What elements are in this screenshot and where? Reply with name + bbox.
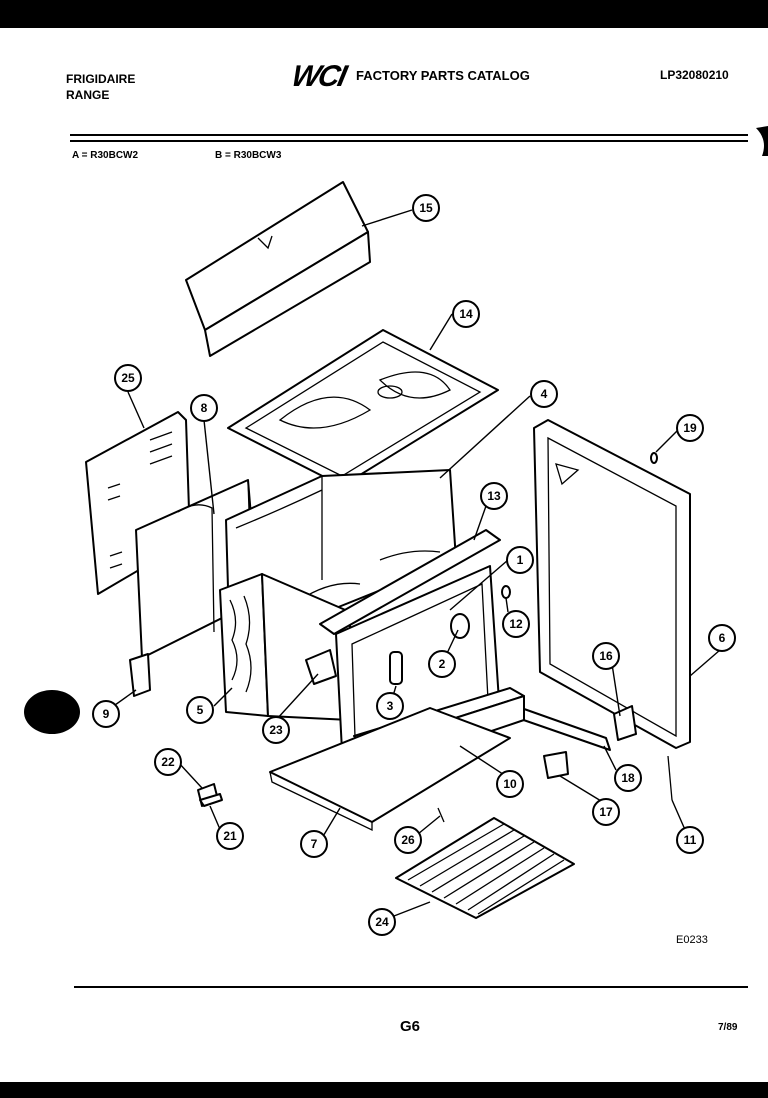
model-b-label: B = R30BCW3 bbox=[215, 150, 282, 161]
callout-10: 10 bbox=[496, 770, 524, 798]
callout-24: 24 bbox=[368, 908, 396, 936]
callout-13: 13 bbox=[480, 482, 508, 510]
svg-text:5: 5 bbox=[197, 703, 204, 717]
top-scan-band bbox=[0, 0, 768, 28]
svg-text:1: 1 bbox=[517, 553, 524, 567]
scan-edge-mark bbox=[756, 126, 768, 156]
svg-text:25: 25 bbox=[121, 371, 135, 385]
callout-5: 5 bbox=[186, 696, 214, 724]
part-top-panel bbox=[227, 329, 499, 487]
scan-hole-mark bbox=[24, 690, 80, 734]
leader-lines bbox=[107, 209, 721, 917]
catalog-title: FACTORY PARTS CATALOG bbox=[356, 68, 530, 83]
svg-text:3: 3 bbox=[387, 699, 394, 713]
callout-18: 18 bbox=[614, 764, 642, 792]
brand-name: FRIGIDAIRE bbox=[66, 72, 136, 86]
svg-text:21: 21 bbox=[223, 829, 237, 843]
callout-14: 14 bbox=[452, 300, 480, 328]
svg-text:6: 6 bbox=[719, 631, 726, 645]
part-hinge-9 bbox=[129, 653, 151, 697]
svg-text:13: 13 bbox=[487, 489, 501, 503]
callout-1: 1 bbox=[506, 546, 534, 574]
svg-text:11: 11 bbox=[684, 833, 697, 847]
part-front-frame-strip bbox=[319, 529, 501, 635]
svg-text:26: 26 bbox=[401, 833, 415, 847]
part-vent-grille bbox=[395, 817, 575, 919]
part-side-panel-right bbox=[533, 419, 691, 749]
catalog-date: 7/89 bbox=[718, 1022, 738, 1033]
document-number: LP32080210 bbox=[660, 68, 729, 82]
callout-21: 21 bbox=[216, 822, 244, 850]
svg-text:19: 19 bbox=[683, 421, 697, 435]
callout-16: 16 bbox=[592, 642, 620, 670]
svg-text:7: 7 bbox=[311, 837, 318, 851]
product-type: RANGE bbox=[66, 88, 110, 102]
part-screw-26 bbox=[437, 807, 445, 823]
header-rule-top bbox=[70, 134, 748, 136]
callout-17: 17 bbox=[592, 798, 620, 826]
part-screw-11 bbox=[667, 755, 673, 801]
part-switch-17 bbox=[543, 751, 569, 779]
header-rule-bottom bbox=[70, 140, 748, 142]
part-oven-wrapper bbox=[219, 573, 351, 721]
callout-23: 23 bbox=[262, 716, 290, 744]
svg-text:14: 14 bbox=[459, 307, 473, 321]
svg-text:2: 2 bbox=[439, 657, 446, 671]
diagram-code: E0233 bbox=[676, 934, 708, 946]
part-top-trim bbox=[185, 181, 371, 357]
callout-8: 8 bbox=[190, 394, 218, 422]
svg-text:10: 10 bbox=[503, 777, 517, 791]
callout-25: 25 bbox=[114, 364, 142, 392]
part-screw-19 bbox=[650, 452, 658, 464]
callout-2: 2 bbox=[428, 650, 456, 678]
footer-rule bbox=[74, 986, 748, 988]
part-clip-21 bbox=[199, 793, 223, 807]
svg-text:8: 8 bbox=[201, 401, 208, 415]
model-a-label: A = R30BCW2 bbox=[72, 150, 139, 161]
callout-26: 26 bbox=[394, 826, 422, 854]
svg-text:15: 15 bbox=[419, 201, 433, 215]
svg-text:24: 24 bbox=[375, 915, 389, 929]
svg-text:9: 9 bbox=[103, 707, 110, 721]
svg-text:4: 4 bbox=[541, 387, 548, 401]
svg-text:23: 23 bbox=[269, 723, 283, 737]
bottom-scan-band bbox=[0, 1082, 768, 1098]
page-code: G6 bbox=[400, 1018, 421, 1035]
callout-22: 22 bbox=[154, 748, 182, 776]
svg-text:22: 22 bbox=[161, 755, 175, 769]
callout-19: 19 bbox=[676, 414, 704, 442]
callout-4: 4 bbox=[530, 380, 558, 408]
svg-text:12: 12 bbox=[509, 617, 523, 631]
callout-7: 7 bbox=[300, 830, 328, 858]
callout-9: 9 bbox=[92, 700, 120, 728]
callout-6: 6 bbox=[708, 624, 736, 652]
callout-12: 12 bbox=[502, 610, 530, 638]
callout-11: 11 bbox=[676, 826, 704, 854]
svg-text:17: 17 bbox=[599, 805, 613, 819]
part-thermostat bbox=[305, 649, 337, 685]
svg-text:18: 18 bbox=[621, 771, 635, 785]
part-bottom-panel bbox=[269, 707, 511, 832]
callout-3: 3 bbox=[376, 692, 404, 720]
brand-block: FRIGIDAIRE RANGE bbox=[66, 71, 135, 103]
callout-15: 15 bbox=[412, 194, 440, 222]
part-clip-12 bbox=[501, 585, 511, 599]
svg-text:16: 16 bbox=[599, 649, 613, 663]
